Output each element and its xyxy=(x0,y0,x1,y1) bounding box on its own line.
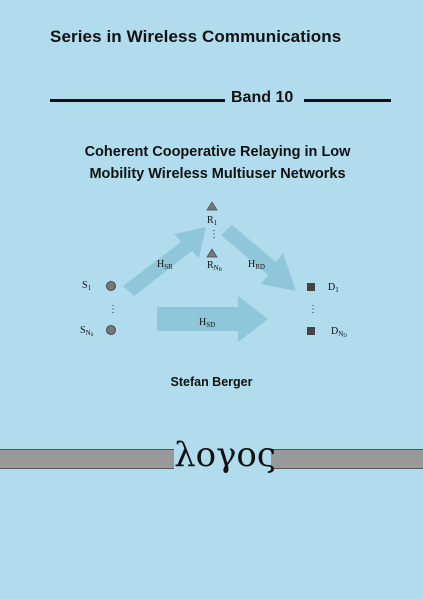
source-node-first xyxy=(106,281,116,291)
source-dots: ⋮ xyxy=(108,304,118,315)
relay-label-first: R1 xyxy=(207,215,218,227)
channel-label-rd: HRD xyxy=(248,259,265,271)
series-title: Series in Wireless Communications xyxy=(50,27,342,46)
source-node-last xyxy=(106,325,116,335)
channel-label-sr: HSR xyxy=(157,259,173,271)
dest-node-first xyxy=(307,283,315,291)
book-title-line-2: Mobility Wireless Multiuser Networks xyxy=(89,166,346,182)
relay-label-last: RNR xyxy=(207,260,223,273)
band-row: Band 10 xyxy=(50,89,391,111)
band-rule-right xyxy=(304,99,391,102)
publisher-logo: λογος xyxy=(174,435,276,475)
relay-dots: ⋮ xyxy=(209,229,219,240)
channel-label-sd: HSD xyxy=(199,317,215,329)
relay-node-first xyxy=(206,201,218,211)
logo-band-right xyxy=(271,449,423,469)
dest-dots: ⋮ xyxy=(308,304,318,315)
publisher-logo-band: λογος xyxy=(0,435,423,475)
source-label-first: S1 xyxy=(82,280,92,292)
arrow-relay-to-dest xyxy=(221,225,296,291)
book-title: Coherent Cooperative Relaying in Low Mob… xyxy=(20,141,415,185)
dest-node-last xyxy=(307,327,315,335)
arrow-source-to-relay xyxy=(123,227,206,296)
logo-band-left xyxy=(0,449,174,469)
relay-network-diagram: R1 ⋮ RNR HSR HRD HSD S1 ⋮ SNS D1 ⋮ DND xyxy=(80,201,347,342)
relay-node-last xyxy=(206,248,218,258)
dest-label-first: D1 xyxy=(328,282,339,294)
band-rule-left xyxy=(50,99,225,102)
band-label: Band 10 xyxy=(231,89,294,106)
book-title-line-1: Coherent Cooperative Relaying in Low xyxy=(84,144,351,160)
arrow-source-to-dest xyxy=(157,296,268,342)
author-name: Stefan Berger xyxy=(170,375,253,389)
dest-label-last: DND xyxy=(331,326,347,339)
source-label-last: SNS xyxy=(80,325,94,338)
